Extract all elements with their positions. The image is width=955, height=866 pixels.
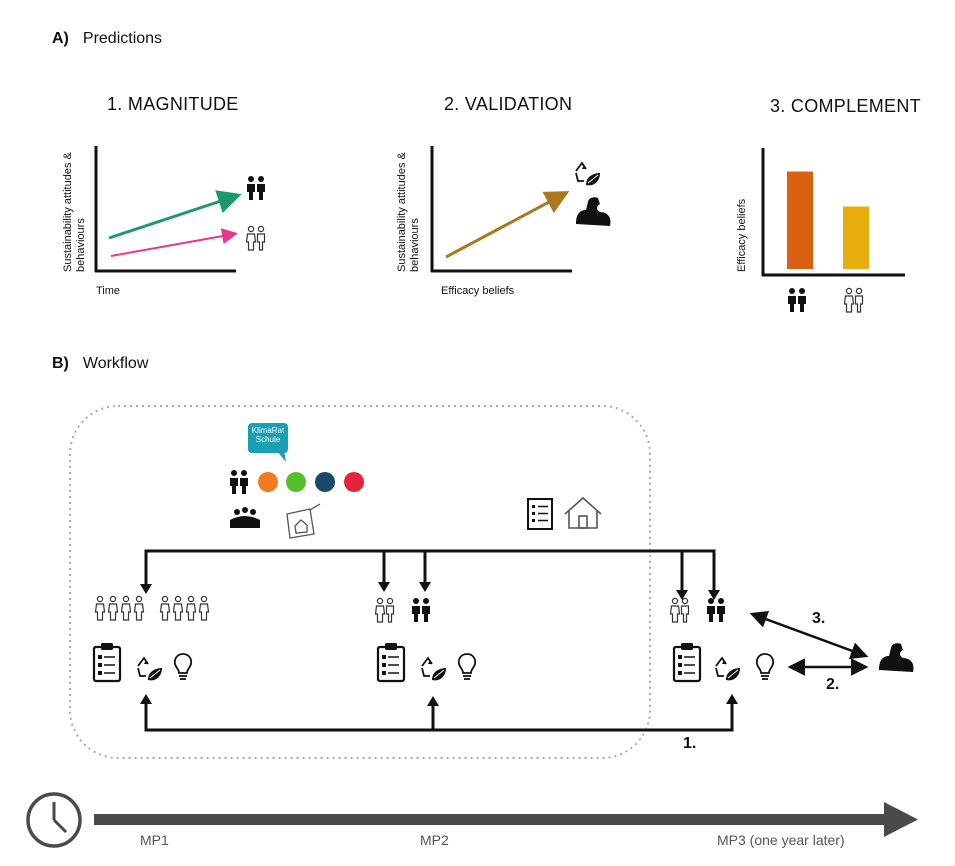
- timeline-mp3: MP3 (one year later): [717, 832, 845, 848]
- people-outline-icon: [669, 597, 690, 623]
- panel-1-axes: [94, 146, 236, 273]
- sdg-green-icon: [286, 472, 306, 492]
- intervention-box: [69, 405, 651, 759]
- top-distribution-arrows: [144, 549, 716, 592]
- house-icon: [564, 496, 602, 529]
- panel-2-title: 2. VALIDATION: [444, 94, 573, 114]
- clock-icon: [26, 792, 82, 848]
- meeting-group-icon: [230, 507, 260, 528]
- sdg-blue-icon: [315, 472, 335, 492]
- panel-2-xlabel: Efficacy beliefs: [441, 285, 515, 297]
- section-b-heading: B) Workflow: [52, 355, 148, 373]
- panel-1-xlabel: Time: [96, 285, 121, 297]
- clipboard-checklist-icon: [376, 641, 406, 683]
- people-filled-icon: [788, 288, 806, 312]
- muscle-arm-icon: [576, 197, 611, 226]
- panel-3-axes: [761, 148, 905, 277]
- house-plan-icon: [286, 503, 321, 539]
- arrow-3: [749, 610, 869, 660]
- recycle-leaf-icon: [575, 162, 601, 187]
- people-filled-icon: [707, 598, 725, 622]
- sdg-orange-icon: [258, 472, 278, 492]
- recycle-leaf-icon: [137, 657, 163, 682]
- timeline-mp1: MP1: [140, 832, 169, 848]
- bar-controls: [843, 206, 869, 269]
- panel-1-line-controls: [110, 228, 238, 257]
- people-filled-icon: [247, 176, 265, 200]
- panel-3-bars: [787, 171, 869, 269]
- lightbulb-icon: [173, 653, 193, 680]
- panel-2-axes: [430, 146, 572, 273]
- lightbulb-icon: [457, 653, 477, 680]
- panel-2-line: [445, 191, 570, 259]
- bar-participants: [787, 171, 813, 269]
- panel-1-title: 1. MAGNITUDE: [107, 94, 239, 114]
- people-outline-icon: [374, 597, 395, 623]
- panel-1-line-participants: [108, 190, 242, 240]
- clipboard-checklist-icon: [92, 641, 122, 683]
- up-arrowheads: [140, 694, 738, 706]
- recycle-leaf-icon: [715, 657, 741, 682]
- section-a-label: Predictions: [82, 30, 163, 47]
- timeline-mp2: MP2: [420, 832, 449, 848]
- people-filled-icon: [412, 598, 430, 622]
- mp1-control-group: [94, 595, 210, 621]
- logo-tail: [276, 450, 286, 462]
- list-document-icon: [527, 498, 553, 530]
- clipboard-checklist-icon: [672, 641, 702, 683]
- timeline-bar: [94, 814, 886, 825]
- panel-3-title: 3. COMPLEMENT: [770, 96, 921, 116]
- section-a-letter: A): [52, 30, 69, 47]
- bottom-comparison-arrows: [144, 702, 734, 732]
- section-b-label: Workflow: [82, 355, 149, 372]
- arrow-label-2: 2.: [826, 676, 840, 693]
- sdg-red-icon: [344, 472, 364, 492]
- people-filled-icon: [230, 470, 248, 494]
- muscle-arm-icon: [879, 643, 914, 672]
- section-b-letter: B): [52, 355, 69, 372]
- section-a-heading: A) Predictions: [52, 30, 162, 48]
- timeline-arrowhead: [884, 802, 918, 837]
- people-outline-icon: [245, 225, 266, 251]
- arrow-label-1: 1.: [683, 735, 697, 752]
- recycle-leaf-icon: [421, 657, 447, 682]
- people-outline-icon: [843, 287, 864, 313]
- lightbulb-icon: [755, 653, 775, 680]
- down-arrowheads: [140, 582, 720, 600]
